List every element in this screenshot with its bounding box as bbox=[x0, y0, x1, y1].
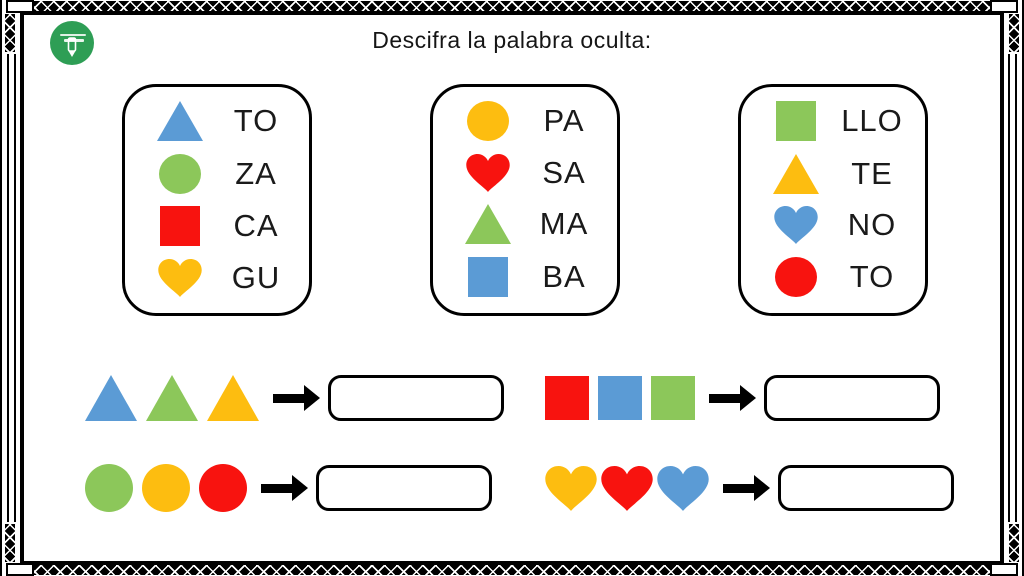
answer-box-3[interactable] bbox=[316, 465, 492, 511]
legend-row: CA bbox=[125, 206, 309, 247]
syllable-label: TO bbox=[849, 258, 895, 294]
legend-row: NO bbox=[741, 206, 925, 245]
border-edge-left bbox=[0, 0, 2, 576]
border-edge-right bbox=[1022, 0, 1024, 576]
double-line-border-left bbox=[7, 54, 16, 522]
puzzle-row-1 bbox=[85, 372, 504, 424]
chain-border-left-bottom bbox=[5, 524, 15, 562]
legend-row: SA bbox=[433, 153, 617, 192]
syllable-label: LLO bbox=[841, 103, 903, 139]
chain-border-right-bottom bbox=[1009, 524, 1019, 562]
chain-border-left-top bbox=[5, 14, 15, 52]
blue-square-icon bbox=[468, 256, 508, 297]
legend-row: GU bbox=[125, 258, 309, 297]
arrow-icon bbox=[709, 385, 756, 411]
puzzle-shapes bbox=[545, 376, 695, 420]
legend-row: TO bbox=[741, 256, 925, 297]
chain-border-right-top bbox=[1009, 14, 1019, 52]
red-heart-icon bbox=[466, 153, 510, 192]
double-line-border-right bbox=[1008, 54, 1017, 522]
syllable-label: NO bbox=[847, 207, 897, 243]
red-circle-icon bbox=[199, 464, 247, 512]
legend-row: LLO bbox=[741, 101, 925, 142]
chain-border-top bbox=[34, 1, 990, 11]
red-circle-icon bbox=[775, 256, 817, 297]
syllable-label: TO bbox=[233, 103, 279, 139]
syllable-label: TE bbox=[851, 155, 893, 191]
corner-ornament-bottom-left bbox=[6, 563, 34, 576]
puzzle-row-2 bbox=[545, 372, 940, 424]
yellow-triangle-icon bbox=[207, 375, 259, 421]
red-heart-icon bbox=[601, 465, 653, 511]
blue-heart-icon bbox=[657, 465, 709, 511]
blue-triangle-icon bbox=[85, 375, 137, 421]
syllable-label: SA bbox=[542, 154, 586, 190]
logo-text-line bbox=[60, 34, 86, 36]
page-title: Descifra la palabra oculta: bbox=[372, 27, 652, 53]
syllable-label: CA bbox=[233, 208, 279, 244]
yellow-circle-icon bbox=[467, 101, 509, 142]
legend-row: TO bbox=[125, 101, 309, 142]
answer-box-2[interactable] bbox=[764, 375, 940, 421]
red-square-icon bbox=[160, 206, 200, 247]
syllable-label: GU bbox=[231, 259, 281, 295]
puzzle-row-4 bbox=[545, 462, 954, 514]
answer-box-1[interactable] bbox=[328, 375, 504, 421]
main-frame-border bbox=[20, 11, 1004, 565]
corner-ornament-top-right bbox=[990, 0, 1018, 13]
yellow-circle-icon bbox=[142, 464, 190, 512]
syllable-label: MA bbox=[539, 206, 589, 242]
green-square-icon bbox=[776, 101, 816, 142]
syllable-label: ZA bbox=[235, 155, 277, 191]
corner-ornament-top-left bbox=[6, 0, 34, 13]
yellow-heart-icon bbox=[545, 465, 597, 511]
yellow-heart-icon bbox=[158, 258, 202, 297]
brand-logo bbox=[50, 21, 94, 65]
blue-triangle-icon bbox=[157, 101, 203, 142]
puzzle-shapes bbox=[545, 465, 709, 511]
corner-ornament-bottom-right bbox=[990, 563, 1018, 576]
answer-box-4[interactable] bbox=[778, 465, 954, 511]
legend-box-1: TO ZA CA GU bbox=[122, 84, 312, 316]
syllable-label: BA bbox=[542, 258, 586, 294]
green-circle-icon bbox=[85, 464, 133, 512]
green-triangle-icon bbox=[465, 204, 511, 245]
legend-row: ZA bbox=[125, 153, 309, 194]
blue-heart-icon bbox=[774, 206, 818, 245]
green-square-icon bbox=[651, 376, 695, 420]
legend-box-3: LLO TE NO TO bbox=[738, 84, 928, 316]
legend-row: TE bbox=[741, 153, 925, 194]
legend-row: BA bbox=[433, 256, 617, 297]
puzzle-row-3 bbox=[85, 460, 492, 516]
legend-box-2: PA SA MA BA bbox=[430, 84, 620, 316]
arrow-icon bbox=[261, 475, 308, 501]
chain-border-bottom bbox=[34, 565, 990, 575]
green-circle-icon bbox=[159, 153, 201, 194]
arrow-icon bbox=[273, 385, 320, 411]
yellow-triangle-icon bbox=[773, 153, 819, 194]
legend-row: PA bbox=[433, 101, 617, 142]
legend-row: MA bbox=[433, 204, 617, 245]
puzzle-shapes bbox=[85, 375, 259, 421]
blue-square-icon bbox=[598, 376, 642, 420]
green-triangle-icon bbox=[146, 375, 198, 421]
logo-text-line bbox=[64, 39, 84, 42]
red-square-icon bbox=[545, 376, 589, 420]
syllable-label: PA bbox=[543, 103, 585, 139]
arrow-icon bbox=[723, 475, 770, 501]
puzzle-shapes bbox=[85, 464, 247, 512]
